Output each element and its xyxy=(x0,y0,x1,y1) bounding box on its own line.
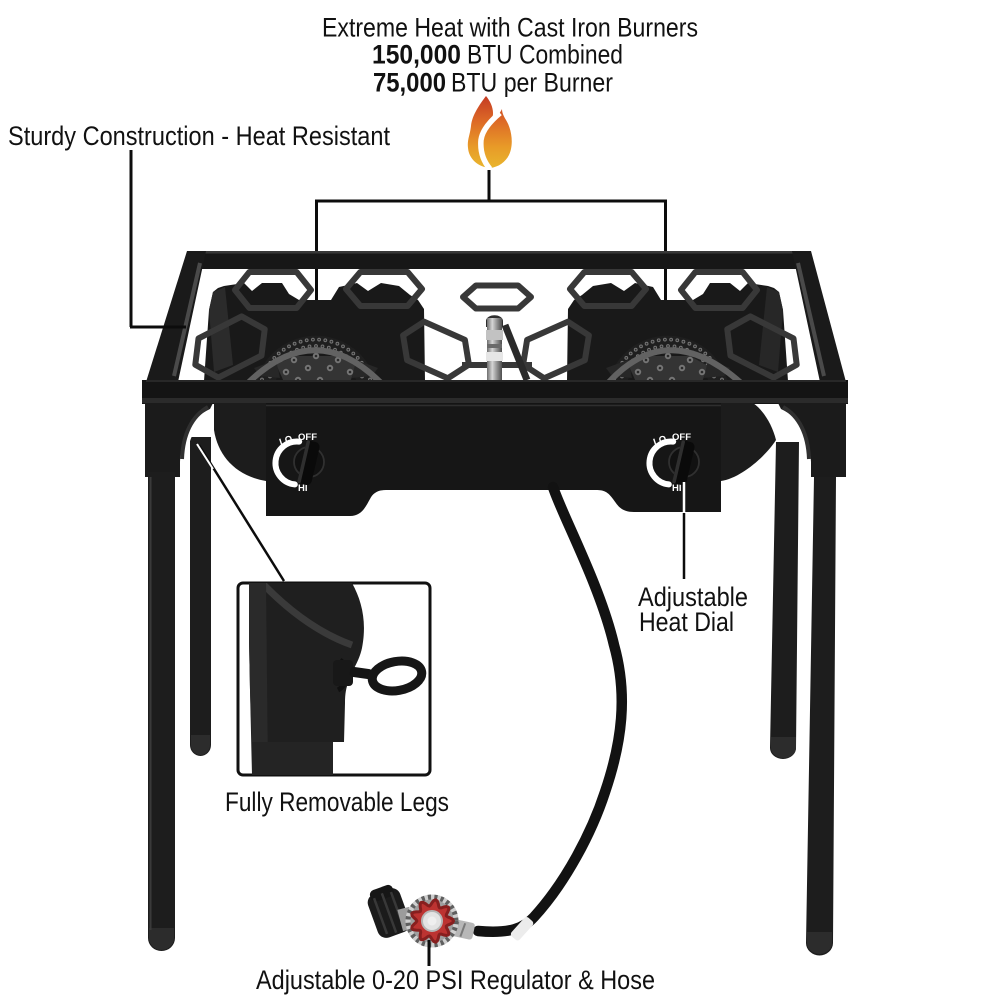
svg-text:HI: HI xyxy=(672,483,682,494)
svg-text:Adjustable 0-20 PSI Regulator: Adjustable 0-20 PSI Regulator & Hose xyxy=(256,965,655,995)
svg-text:150,000: 150,000 xyxy=(372,40,461,70)
svg-text:OFF: OFF xyxy=(672,432,691,443)
svg-text:Extreme Heat with Cast Iron Bu: Extreme Heat with Cast Iron Burners xyxy=(322,13,698,43)
svg-text:Adjustable: Adjustable xyxy=(638,582,748,612)
svg-text:OFF: OFF xyxy=(298,432,317,443)
svg-text:Fully Removable Legs: Fully Removable Legs xyxy=(225,787,449,817)
svg-text:LO: LO xyxy=(652,434,668,449)
svg-text:Heat Dial: Heat Dial xyxy=(639,607,734,637)
svg-text:BTU per Burner: BTU per Burner xyxy=(451,68,613,98)
svg-text:LO: LO xyxy=(278,434,294,449)
svg-text:Sturdy Construction - Heat Res: Sturdy Construction - Heat Resistant xyxy=(8,121,390,151)
svg-text:BTU Combined: BTU Combined xyxy=(467,40,623,70)
svg-text:75,000: 75,000 xyxy=(373,68,446,98)
svg-text:HI: HI xyxy=(298,483,308,494)
